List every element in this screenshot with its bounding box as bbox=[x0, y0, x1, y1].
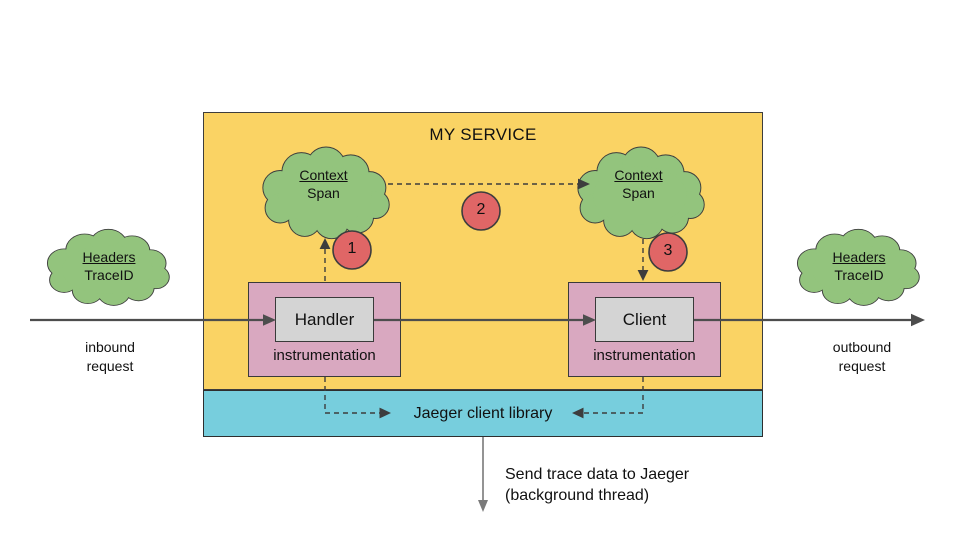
headers-label: Headers bbox=[82, 249, 136, 265]
inbound-headers-cloud-label: Headers TraceID bbox=[48, 248, 170, 284]
client-label: Client bbox=[622, 309, 667, 329]
client-context-cloud-label: Context Span bbox=[571, 166, 706, 202]
outbound-request-label: outbound request bbox=[832, 339, 892, 374]
send-trace-arrow bbox=[478, 437, 488, 512]
context-label: Context bbox=[614, 167, 663, 183]
headers-label: Headers bbox=[832, 249, 886, 265]
span-label: Span bbox=[622, 185, 655, 201]
step-1-number: 1 bbox=[347, 240, 357, 257]
jaeger-client-library-bar: Jaeger client library bbox=[203, 390, 763, 437]
handler-label: Handler bbox=[294, 309, 355, 329]
client-instrumentation-label: instrumentation bbox=[593, 347, 696, 364]
jaeger-client-library-label: Jaeger client library bbox=[413, 404, 553, 422]
inbound-request-label: inbound request bbox=[85, 339, 135, 374]
client-instrumentation-box: Client instrumentation bbox=[568, 282, 721, 377]
step-3-number: 3 bbox=[663, 242, 673, 259]
send-trace-note: Send trace data to Jaeger (background th… bbox=[505, 466, 690, 504]
step-2-number: 2 bbox=[476, 201, 486, 218]
traceid-label: TraceID bbox=[84, 267, 134, 283]
handler-context-cloud-label: Context Span bbox=[256, 166, 391, 202]
service-title: MY SERVICE bbox=[429, 125, 537, 144]
span-label: Span bbox=[307, 185, 340, 201]
handler-instrumentation-box: Handler instrumentation bbox=[248, 282, 401, 377]
outbound-headers-cloud-label: Headers TraceID bbox=[798, 248, 920, 284]
traceid-label: TraceID bbox=[834, 267, 884, 283]
handler-box: Handler bbox=[275, 297, 374, 342]
handler-instrumentation-label: instrumentation bbox=[273, 347, 376, 364]
context-label: Context bbox=[299, 167, 348, 183]
client-box: Client bbox=[595, 297, 694, 342]
